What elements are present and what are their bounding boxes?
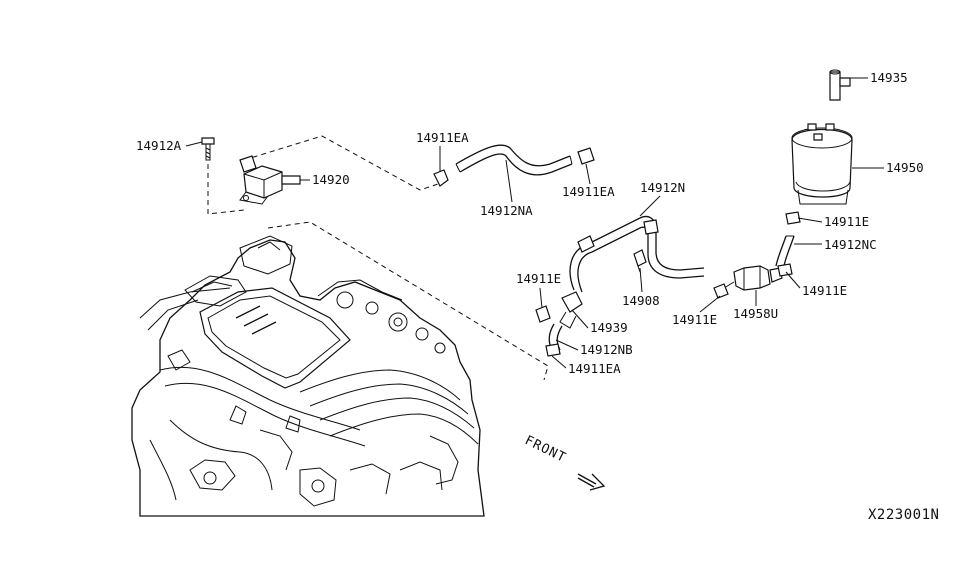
front-label: FRONT <box>522 433 568 466</box>
label-14912nb: 14912NB <box>580 342 633 357</box>
label-14911ea-top: 14911EA <box>416 130 469 145</box>
clip-14908 <box>633 249 647 273</box>
label-14908: 14908 <box>622 293 660 308</box>
dashed-routing-lines <box>207 135 549 381</box>
part-labels: 14935 14912A 14911EA 14920 14950 14911EA… <box>136 70 939 523</box>
hose-14912n <box>569 215 705 293</box>
label-14911e-valve: 14911E <box>516 271 561 286</box>
label-14920: 14920 <box>312 172 350 187</box>
label-14911e-canister: 14911E <box>824 214 869 229</box>
engine-intake-manifold <box>131 235 485 517</box>
label-14911ea-bottom: 14911EA <box>568 361 621 376</box>
label-14912nc: 14912NC <box>824 237 877 252</box>
diagram-code: X223001N <box>868 507 939 523</box>
label-14911e-right: 14911E <box>802 283 847 298</box>
label-14939: 14939 <box>590 320 628 335</box>
valve-14920 <box>239 155 301 205</box>
hose-14912na <box>433 144 595 187</box>
label-14911ea-mid: 14911EA <box>562 184 615 199</box>
leader-lines <box>185 77 884 369</box>
hose-14912nc <box>775 211 801 277</box>
label-14911e-filter: 14911E <box>672 312 717 327</box>
label-14912na: 14912NA <box>480 203 533 218</box>
label-14912n: 14912N <box>640 180 685 195</box>
front-direction-indicator: FRONT <box>522 433 606 491</box>
label-14912a: 14912A <box>136 138 182 153</box>
canister-14950 <box>791 123 853 205</box>
bolt-14912a <box>201 137 215 161</box>
valve-14939 <box>535 291 583 329</box>
label-14950: 14950 <box>886 160 924 175</box>
hose-14912nb <box>545 323 563 357</box>
label-14935: 14935 <box>870 70 908 85</box>
label-14958u: 14958U <box>733 306 778 321</box>
filter-14958u <box>713 265 783 299</box>
fitting-14935 <box>829 69 851 101</box>
